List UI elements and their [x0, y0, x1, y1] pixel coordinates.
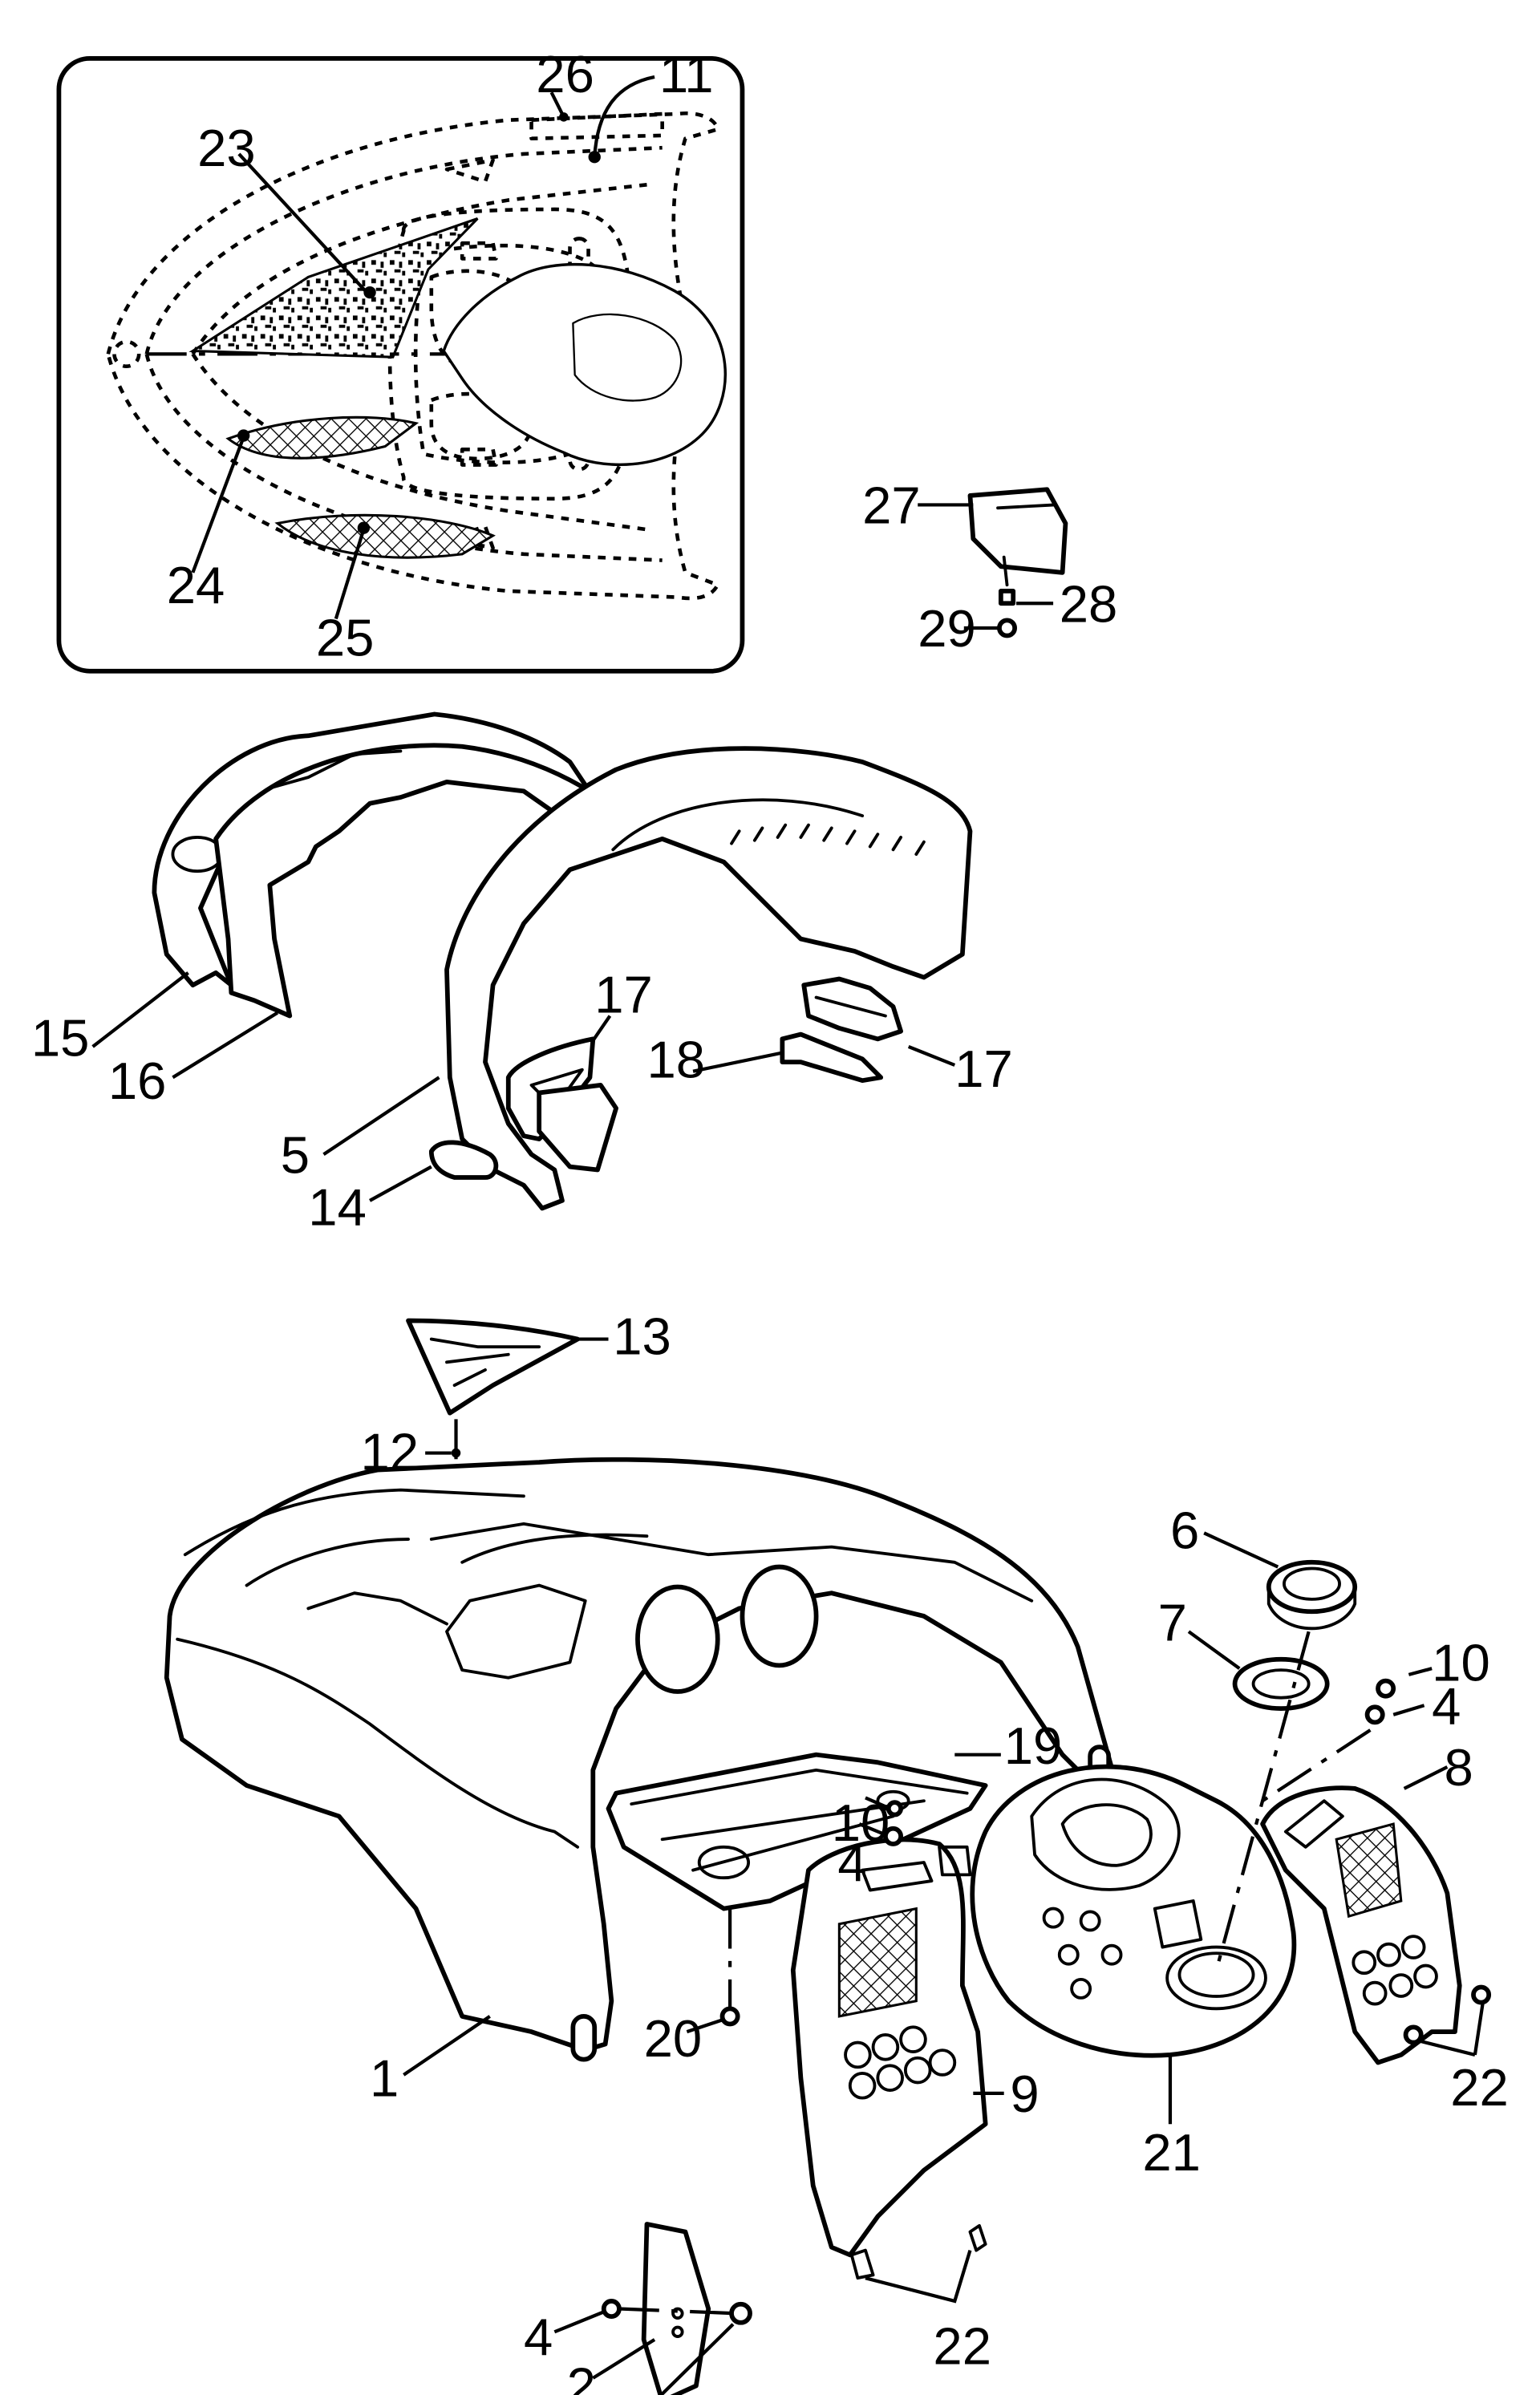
- label-15: 15: [31, 1008, 90, 1067]
- label-29: 29: [918, 599, 976, 658]
- label-4c: 4: [524, 2308, 553, 2366]
- label-27: 27: [862, 476, 921, 534]
- part-13-window: [406, 1318, 581, 1416]
- label-4a: 4: [1432, 1676, 1461, 1735]
- console-cup-ring: [1165, 1945, 1267, 2011]
- callout-labels: 26 11 23 24 25 27 28 29 15 16 5 14 17 17…: [31, 45, 1509, 2395]
- part-7-gasket: [1232, 1656, 1330, 1711]
- label-12: 12: [361, 1423, 419, 1481]
- label-6: 6: [1170, 1501, 1199, 1560]
- part-8-mesh: [1335, 1822, 1403, 1919]
- label-7: 7: [1158, 1594, 1187, 1652]
- gauge-right: [740, 1564, 819, 1668]
- label-10b: 10: [832, 1793, 890, 1852]
- part-9-panel: [790, 1837, 988, 2258]
- inset-panel: [56, 56, 745, 674]
- inset-frame: [56, 56, 745, 674]
- label-8: 8: [1445, 1738, 1473, 1797]
- label-20: 20: [644, 2009, 703, 2068]
- part-17-right: [801, 976, 903, 1042]
- label-19: 19: [1004, 1716, 1063, 1775]
- label-11: 11: [659, 45, 714, 103]
- label-17a: 17: [594, 966, 653, 1024]
- inset-mesh-24: [225, 415, 419, 460]
- middle-panels: [91, 711, 973, 1211]
- part-9-mesh: [837, 1907, 918, 2018]
- label-22b: 22: [933, 2317, 991, 2376]
- label-14: 14: [308, 1178, 367, 1237]
- label-4b: 4: [837, 1834, 866, 1892]
- label-26: 26: [536, 45, 594, 103]
- part-18: [780, 1031, 884, 1084]
- lower-assembly: [164, 1318, 1492, 2395]
- part-14: [428, 1140, 499, 1180]
- panel-5-cover: [444, 746, 973, 1211]
- label-28: 28: [1060, 574, 1118, 633]
- label-10a: 10: [1432, 1634, 1490, 1692]
- label-23: 23: [197, 119, 256, 177]
- label-18: 18: [646, 1030, 705, 1088]
- label-1: 1: [370, 2049, 399, 2108]
- inset-mesh-25: [274, 513, 496, 559]
- label-22a: 22: [1450, 2058, 1509, 2117]
- label-5: 5: [281, 1125, 310, 1184]
- label-9: 9: [1010, 2065, 1039, 2123]
- label-2: 2: [567, 2357, 596, 2395]
- part-18-pad: [537, 1083, 618, 1173]
- label-16: 16: [108, 1052, 167, 1110]
- gauge-left: [635, 1584, 720, 1694]
- inset-decal-23: [188, 217, 479, 359]
- label-25: 25: [316, 609, 375, 667]
- label-21: 21: [1142, 2123, 1201, 2182]
- label-17b: 17: [954, 1039, 1013, 1098]
- label-24: 24: [167, 556, 225, 614]
- panel-16: [213, 743, 606, 1019]
- label-13: 13: [613, 1307, 671, 1366]
- part-21-console: [970, 1764, 1297, 2058]
- mirror-assembly: [442, 262, 1068, 638]
